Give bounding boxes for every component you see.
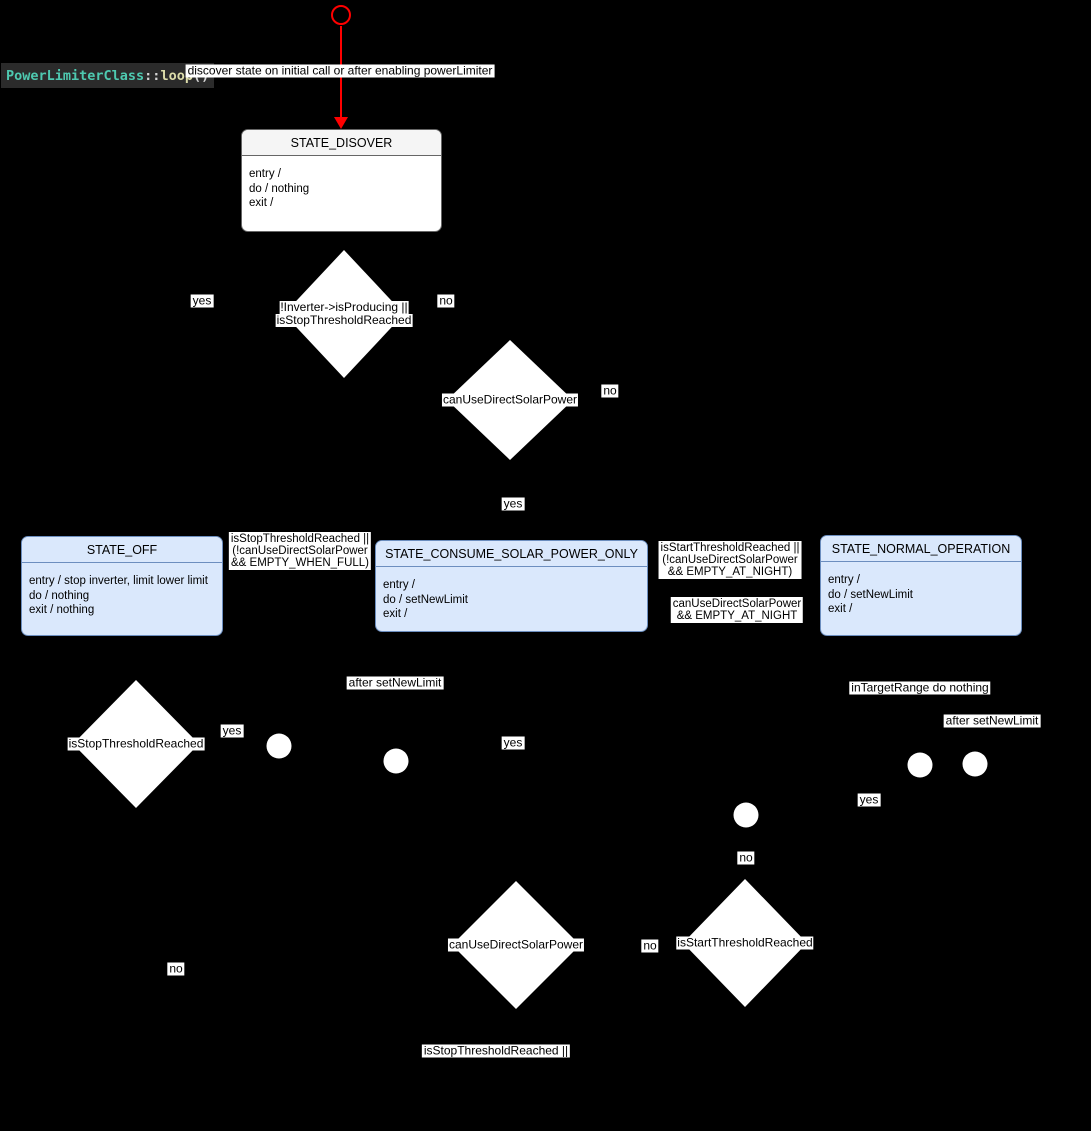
decision-label: isStartThresholdReached bbox=[676, 935, 814, 950]
scope-operator-text: :: bbox=[144, 67, 161, 84]
state-exit-action: exit / bbox=[383, 608, 408, 621]
method-name-text: loop bbox=[160, 67, 193, 84]
junction-circle bbox=[266, 733, 292, 759]
state-body: entry / do / setNewLimit exit / bbox=[821, 562, 1021, 617]
edge-label-no: no bbox=[641, 938, 659, 953]
decision-label-line: isStartThresholdReached bbox=[676, 935, 814, 950]
edge-label-yes: yes bbox=[501, 496, 525, 511]
decision-stop-threshold-reached: isStopThresholdReached bbox=[67, 680, 205, 808]
decision-label-line: canUseDirectSolarPower bbox=[441, 392, 579, 407]
class-name-text: PowerLimiterClass bbox=[6, 67, 145, 84]
guard-label-line: (!canUseDirectSolarPower bbox=[662, 554, 798, 566]
junction-circle bbox=[383, 748, 409, 774]
state-entry-action: entry / bbox=[249, 168, 281, 180]
state-title: STATE_CONSUME_SOLAR_POWER_ONLY bbox=[376, 541, 647, 567]
junction-circle bbox=[962, 751, 988, 777]
edge-label-yes: yes bbox=[501, 735, 525, 750]
state-entry-action: entry / bbox=[828, 574, 860, 586]
decision-label: isStopThresholdReached bbox=[67, 736, 205, 751]
guard-label-line: && EMPTY_AT_NIGHT bbox=[676, 610, 798, 622]
decision-label-line: canUseDirectSolarPower bbox=[447, 937, 585, 952]
decision-can-use-direct-solar-power-bottom: canUseDirectSolarPower bbox=[447, 881, 585, 1009]
state-title: STATE_OFF bbox=[22, 537, 222, 563]
edge-label-yes: yes bbox=[220, 723, 244, 738]
guard-label-start-or-empty-at-night: isStartThresholdReached || (!canUseDirec… bbox=[658, 541, 802, 579]
state-body: entry / do / nothing exit / bbox=[242, 156, 441, 211]
edge-label-no: no bbox=[437, 293, 455, 308]
edge-label-no: no bbox=[167, 961, 185, 976]
state-do-action: do / setNewLimit bbox=[828, 588, 914, 601]
state-exit-action: exit / nothing bbox=[29, 604, 95, 617]
initial-transition-arrowhead-icon bbox=[334, 117, 348, 129]
edge-label-stop-threshold-bottom: isStopThresholdReached || bbox=[421, 1043, 571, 1058]
edge-label-in-target-range: inTargetRange do nothing bbox=[849, 680, 991, 695]
guard-label-can-use-and-empty-at-night: canUseDirectSolarPower && EMPTY_AT_NIGHT bbox=[670, 597, 804, 623]
state-title: STATE_NORMAL_OPERATION bbox=[821, 536, 1021, 562]
decision-label-line: isStopThresholdReached bbox=[67, 736, 205, 751]
initial-state-circle bbox=[331, 5, 351, 25]
decision-label-line: isStopThresholdReached bbox=[275, 313, 413, 327]
state-entry-action: entry / stop inverter, limit lower limit bbox=[29, 575, 208, 587]
junction-circle bbox=[733, 802, 759, 828]
edge-label-yes: yes bbox=[190, 293, 214, 308]
guard-label-line: && EMPTY_AT_NIGHT) bbox=[667, 566, 793, 578]
decision-not-producing-or-stop-threshold: !Inverter->isProducing || isStopThreshol… bbox=[275, 250, 413, 378]
guard-label-line: && EMPTY_WHEN_FULL) bbox=[230, 557, 370, 569]
decision-label: canUseDirectSolarPower bbox=[441, 392, 579, 407]
decision-label: !Inverter->isProducing || isStopThreshol… bbox=[275, 300, 413, 327]
state-do-action: do / nothing bbox=[249, 182, 310, 195]
diagram-title-code-label: PowerLimiterClass::loop() bbox=[1, 63, 215, 88]
decision-start-threshold-reached: isStartThresholdReached bbox=[676, 879, 814, 1007]
state-do-action: do / nothing bbox=[29, 589, 90, 602]
state-box-off: STATE_OFF entry / stop inverter, limit l… bbox=[21, 536, 223, 636]
decision-label: canUseDirectSolarPower bbox=[447, 937, 585, 952]
edge-label-after-set-new-limit: after setNewLimit bbox=[346, 675, 444, 690]
state-exit-action: exit / bbox=[828, 603, 853, 616]
state-entry-action: entry / bbox=[383, 579, 415, 591]
edge-label-no: no bbox=[601, 383, 619, 398]
guard-label-line: isStartThresholdReached || bbox=[660, 542, 800, 554]
decision-can-use-direct-solar-power-top: canUseDirectSolarPower bbox=[441, 340, 579, 460]
guard-label-stop-or-empty-when-full: isStopThresholdReached || (!canUseDirect… bbox=[228, 532, 372, 570]
edge-label-after-set-new-limit: after setNewLimit bbox=[943, 713, 1041, 728]
edge-label-yes: yes bbox=[857, 792, 881, 807]
guard-label-line: (!canUseDirectSolarPower bbox=[232, 545, 368, 557]
junction-circle bbox=[907, 752, 933, 778]
state-box-discover: STATE_DISOVER entry / do / nothing exit … bbox=[241, 129, 442, 232]
edge-label-discover-state: discover state on initial call or after … bbox=[185, 63, 495, 78]
state-exit-action: exit / bbox=[249, 197, 274, 210]
edge-label-no: no bbox=[737, 850, 755, 865]
state-box-normal-operation: STATE_NORMAL_OPERATION entry / do / setN… bbox=[820, 535, 1022, 636]
guard-label-line: canUseDirectSolarPower bbox=[672, 598, 802, 610]
state-title: STATE_DISOVER bbox=[242, 130, 441, 156]
state-body: entry / stop inverter, limit lower limit… bbox=[22, 563, 222, 618]
decision-label-line: !Inverter->isProducing || bbox=[279, 300, 409, 314]
state-do-action: do / setNewLimit bbox=[383, 593, 469, 606]
guard-label-line: isStopThresholdReached || bbox=[230, 533, 370, 545]
state-box-consume-solar-power-only: STATE_CONSUME_SOLAR_POWER_ONLY entry / d… bbox=[375, 540, 648, 632]
state-body: entry / do / setNewLimit exit / bbox=[376, 567, 647, 622]
